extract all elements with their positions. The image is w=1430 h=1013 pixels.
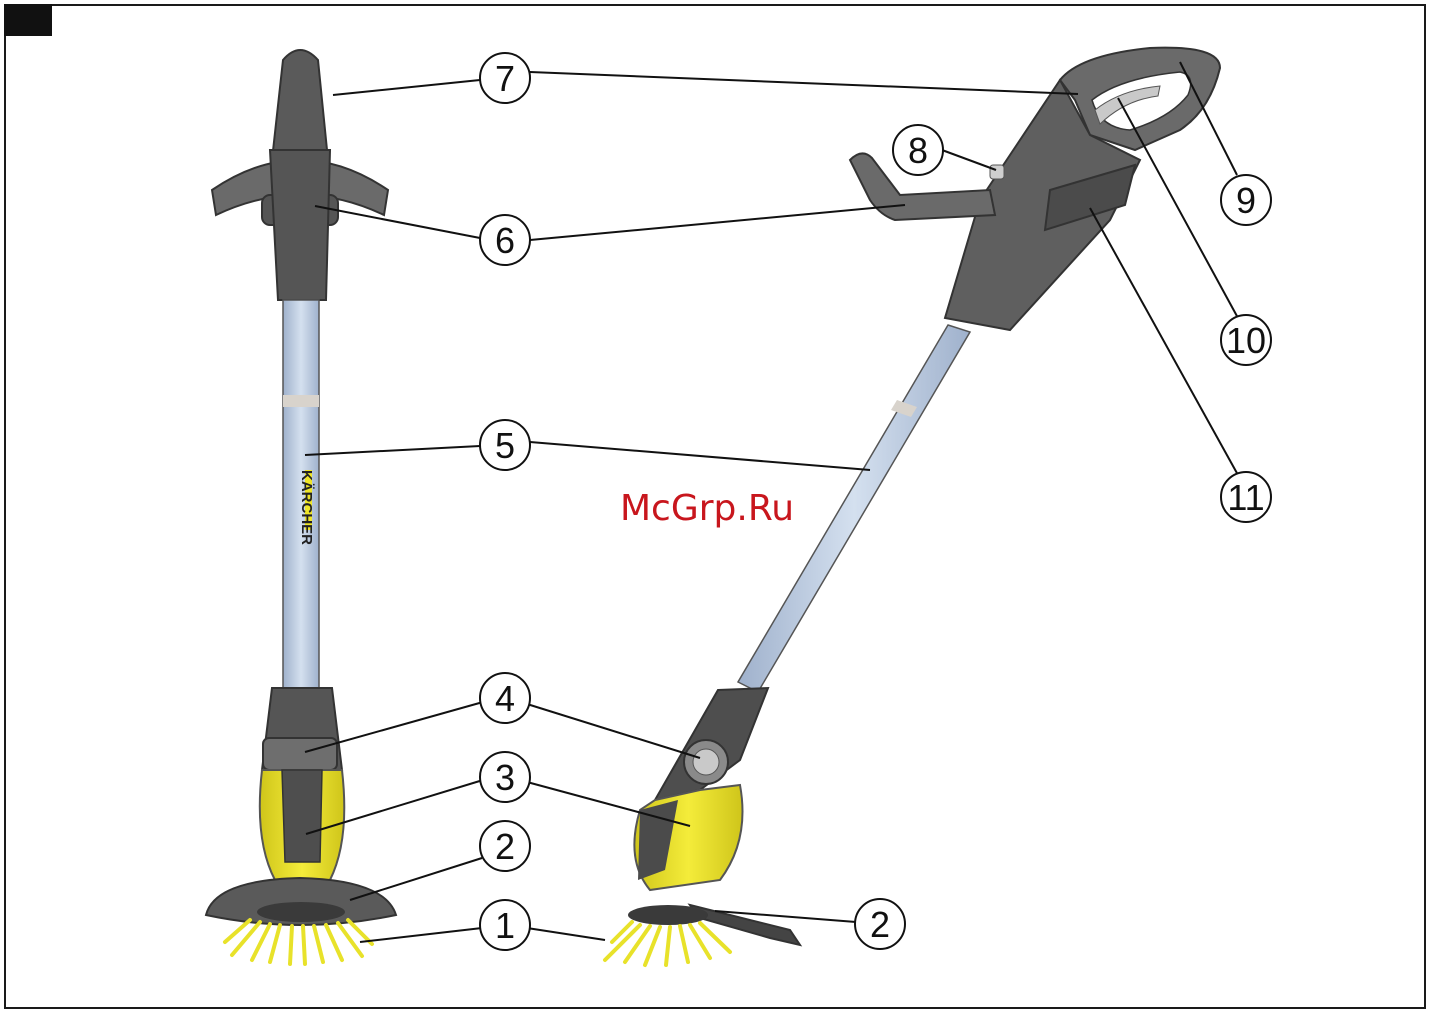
leader-11 bbox=[1090, 208, 1238, 475]
callout-2-right-label: 2 bbox=[870, 904, 890, 945]
callout-9: 9 bbox=[1221, 175, 1271, 225]
callout-2-left-label: 2 bbox=[495, 826, 515, 867]
leader-6 bbox=[315, 206, 480, 238]
callout-8: 8 bbox=[893, 125, 943, 175]
callout-6: 6 bbox=[480, 215, 530, 265]
callout-6-label: 6 bbox=[495, 220, 515, 261]
leader-1-left bbox=[360, 928, 482, 942]
callout-2-left: 2 bbox=[480, 821, 530, 871]
protective-guard-side bbox=[690, 905, 800, 945]
callout-4-label: 4 bbox=[495, 678, 515, 719]
leader-5-left bbox=[305, 446, 480, 455]
leader-5-right bbox=[530, 442, 870, 470]
callout-1-label: 1 bbox=[495, 905, 515, 946]
brush-hub-side bbox=[628, 905, 708, 925]
top-handle-front bbox=[272, 50, 328, 160]
upper-housing-front bbox=[270, 150, 330, 300]
adjust-knob-side-inner bbox=[693, 749, 719, 775]
weed-brush-side bbox=[605, 922, 730, 965]
brand-logo: KÄRCHER bbox=[298, 470, 315, 545]
leader-1-right bbox=[527, 928, 605, 940]
callout-2-right: 2 bbox=[855, 899, 905, 949]
shaft-sleeve-front bbox=[283, 395, 319, 407]
brush-hub-front bbox=[257, 902, 345, 922]
callout-5: 5 bbox=[480, 420, 530, 470]
callout-1: 1 bbox=[480, 900, 530, 950]
release-button bbox=[990, 165, 1004, 179]
callout-8-label: 8 bbox=[908, 130, 928, 171]
weed-brush-front bbox=[225, 920, 372, 964]
callout-7-label: 7 bbox=[495, 58, 515, 99]
leader-7-left bbox=[333, 80, 480, 95]
callout-3: 3 bbox=[480, 752, 530, 802]
callout-3-label: 3 bbox=[495, 757, 515, 798]
leader-4-right bbox=[527, 704, 700, 758]
motor-housing-panel bbox=[282, 770, 322, 862]
callout-5-label: 5 bbox=[495, 425, 515, 466]
callout-10-label: 10 bbox=[1226, 320, 1266, 361]
adjust-knob-front bbox=[263, 738, 337, 770]
watermark: McGrp.Ru bbox=[620, 488, 794, 529]
callout-7: 7 bbox=[480, 53, 530, 103]
callout-11-label: 11 bbox=[1227, 477, 1264, 518]
leader-7-right bbox=[530, 72, 1078, 94]
callout-4: 4 bbox=[480, 673, 530, 723]
leader-8 bbox=[942, 150, 996, 170]
callout-11: 11 bbox=[1221, 472, 1271, 522]
leader-6-side bbox=[530, 205, 905, 240]
callout-10: 10 bbox=[1221, 315, 1271, 365]
leader-2-left bbox=[350, 858, 482, 900]
callout-9-label: 9 bbox=[1236, 180, 1256, 221]
device-front-view: KÄRCHER bbox=[206, 50, 396, 964]
